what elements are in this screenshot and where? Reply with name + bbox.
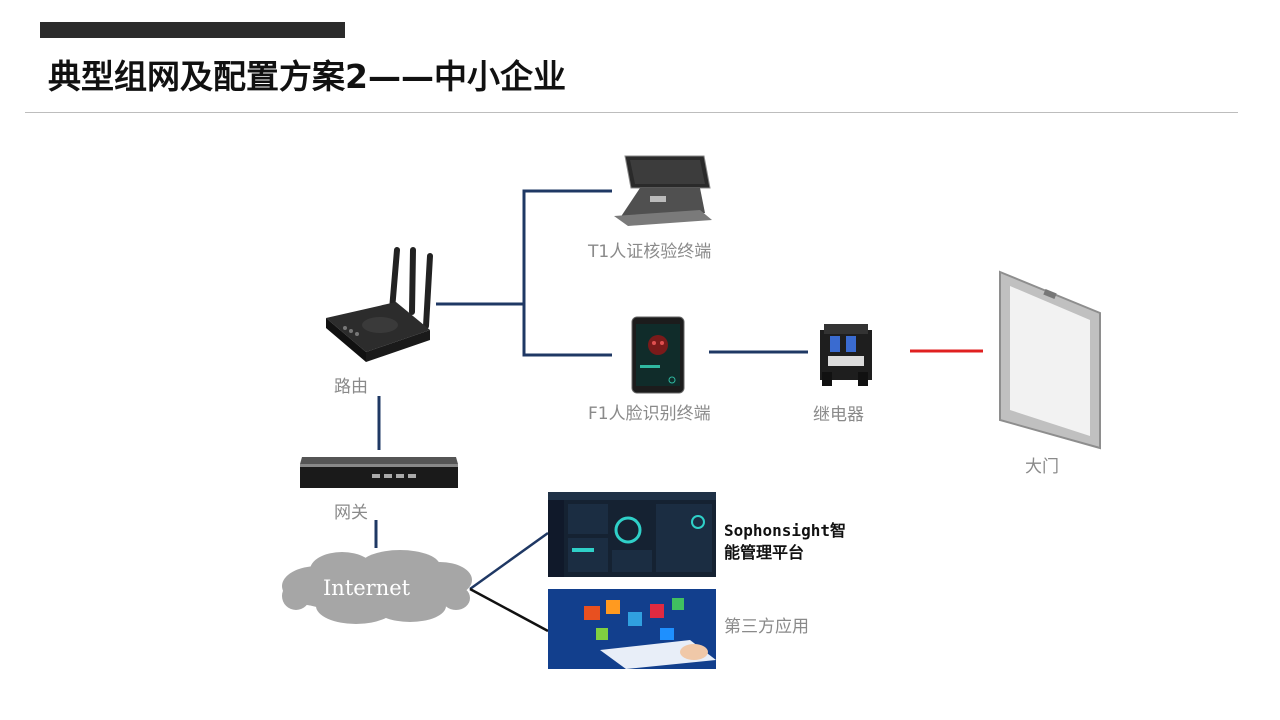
f1-terminal-label: F1人脸识别终端 [588, 404, 711, 424]
internet-cloud [282, 550, 472, 624]
platform-label: Sophonsight智 能管理平台 [724, 520, 846, 564]
t1-branch-line [522, 189, 612, 304]
platform-label-line1: Sophonsight智 [724, 521, 846, 540]
relay-device [820, 324, 872, 386]
internet-to-platform-line [469, 531, 549, 591]
relay-label: 继电器 [813, 405, 864, 425]
internet-to-apps-line [469, 587, 549, 633]
platform-screenshot [548, 492, 716, 577]
f1-terminal-device [631, 316, 685, 394]
connection-lines [374, 189, 808, 633]
gateway-device [300, 457, 458, 488]
t1-terminal-label: T1人证核验终端 [588, 242, 712, 262]
platform-label-line2: 能管理平台 [724, 543, 805, 562]
third-party-label: 第三方应用 [724, 617, 809, 637]
f1-branch-line [522, 304, 612, 357]
router-device [326, 247, 433, 362]
gateway-label: 网关 [334, 503, 368, 523]
title-accent-bar [40, 22, 345, 38]
t1-terminal-device [614, 155, 712, 226]
internet-label: Internet [323, 576, 411, 600]
door-label: 大门 [1025, 457, 1059, 477]
door-device [999, 270, 1101, 450]
router-label: 路由 [334, 377, 368, 397]
third-party-apps-image [548, 589, 716, 669]
title-divider [25, 112, 1238, 113]
page-title: 典型组网及配置方案2——中小企业 [48, 57, 566, 96]
